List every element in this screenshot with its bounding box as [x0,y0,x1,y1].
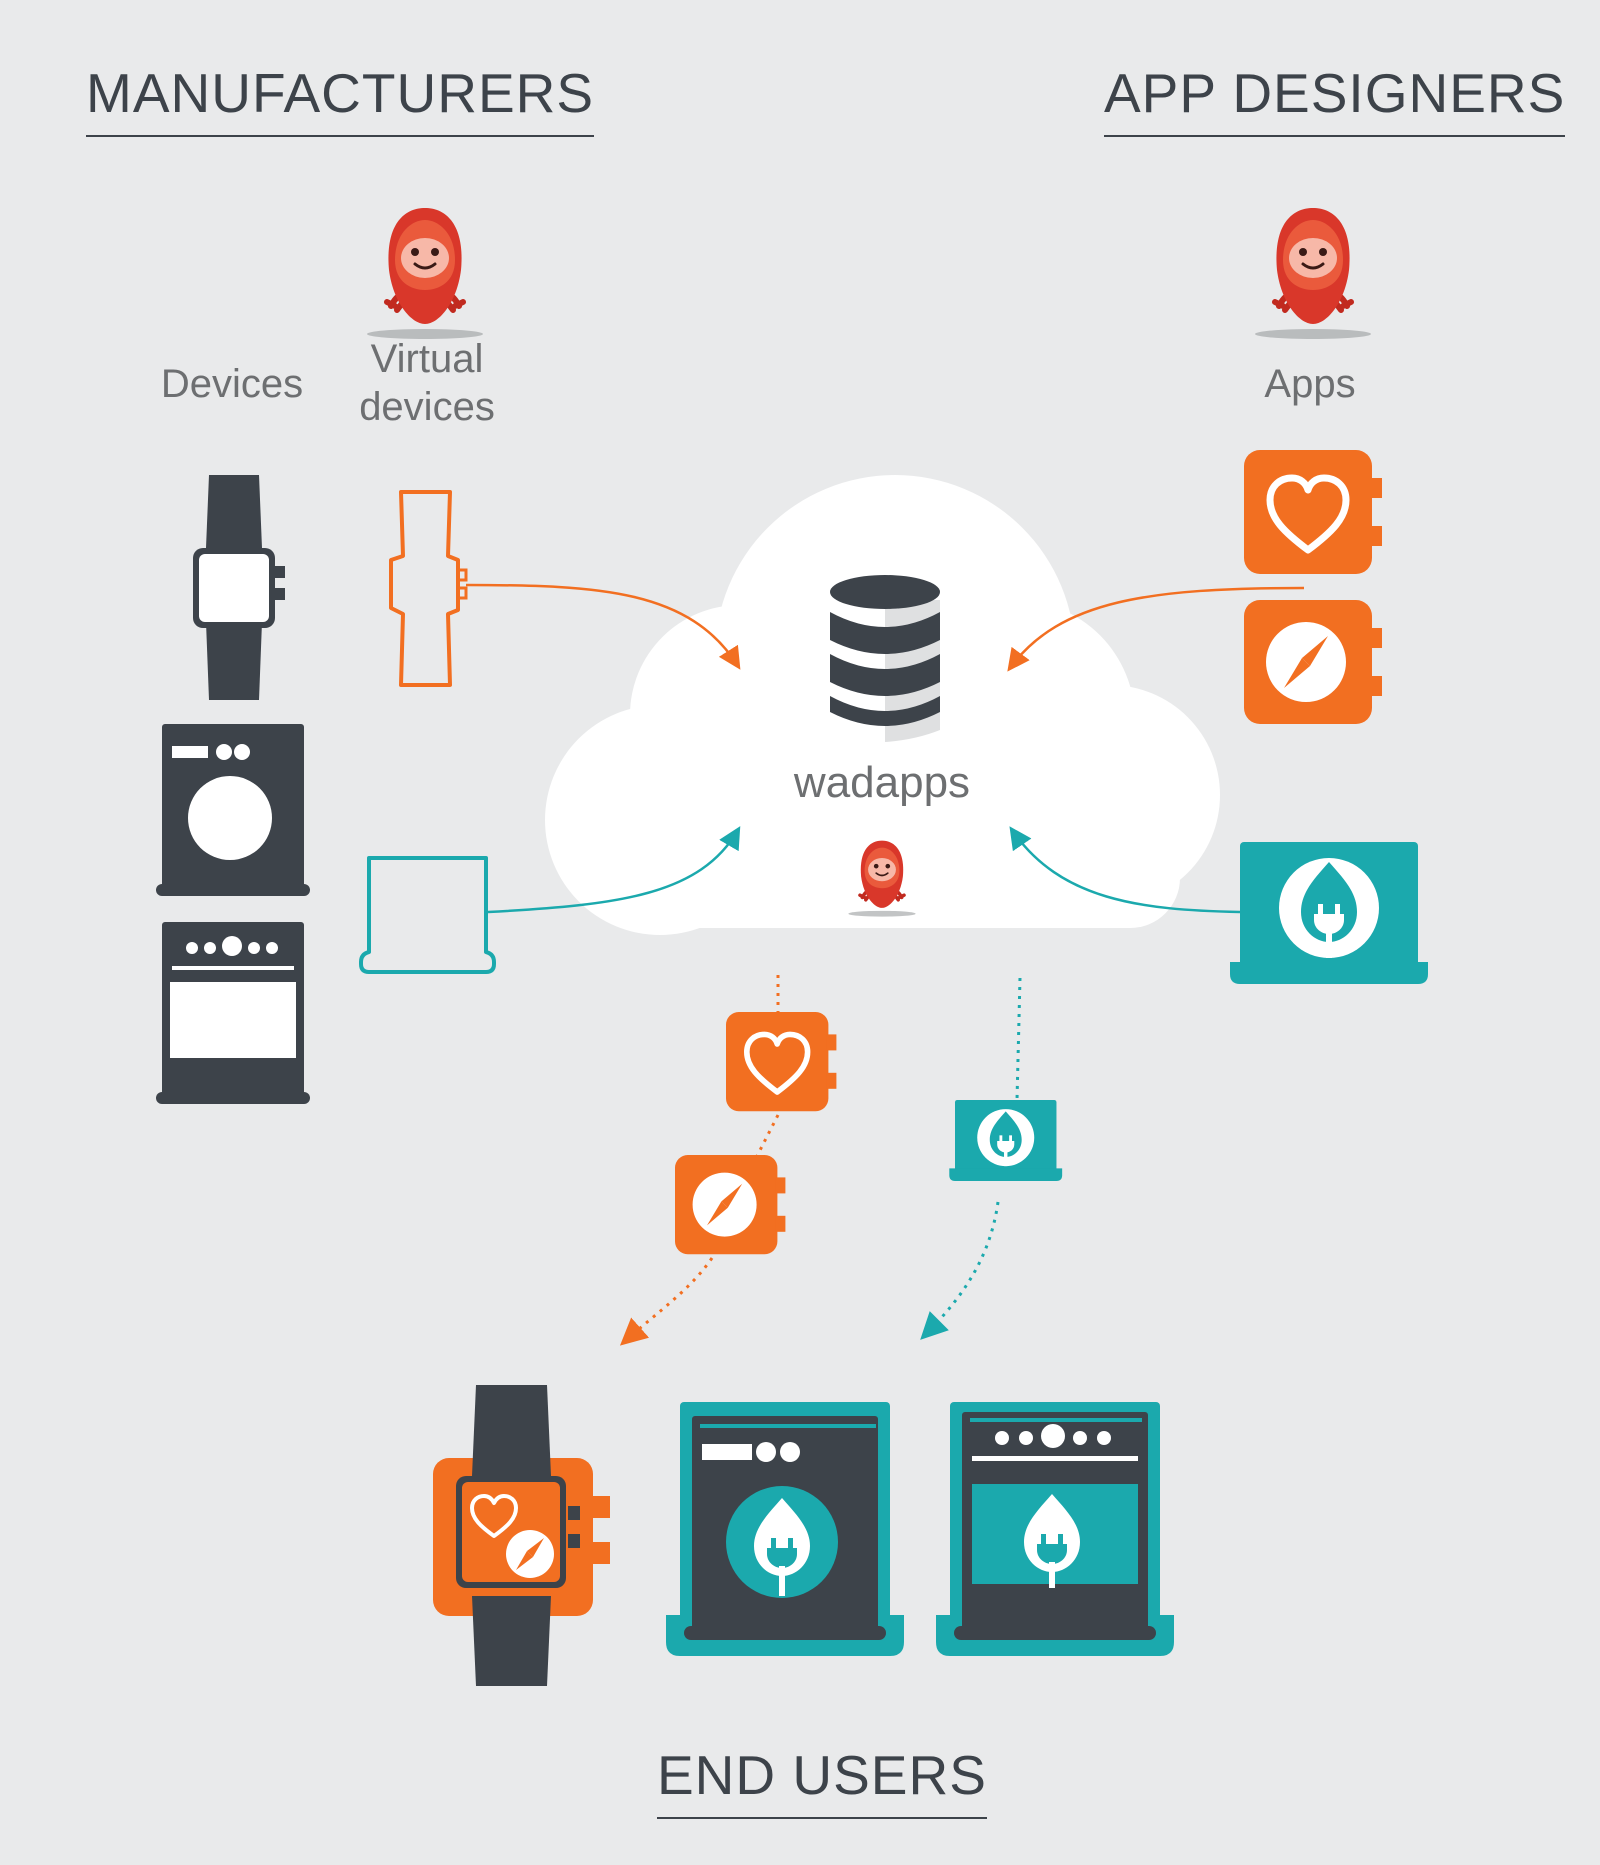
heading-end-users: END USERS [657,1748,987,1819]
compass-app-icon [1244,600,1382,724]
cloud-shape [545,475,1220,935]
heart-app-icon-distributed [726,1012,836,1111]
label-apps-text: Apps [1264,362,1356,406]
heading-manufacturers: MANUFACTURERS [86,66,595,137]
mascot-icon-manufacturers [367,208,483,339]
label-virtual-devices-line2: devices [359,385,495,429]
cloud-label: wadapps [793,758,970,807]
mascot-icon-app-designers [1255,208,1371,339]
end-user-smartwatch-icon [433,1385,610,1686]
label-virtual-devices: Virtual devices [307,335,547,431]
eco-plug-app-icon [1230,842,1428,984]
heading-app-designers: APP DESIGNERS [1104,66,1566,137]
end-user-oven-icon [936,1402,1174,1656]
oven-icon [156,922,310,1104]
virtual-watch-icon [389,490,460,687]
eco-plug-app-icon-distributed [949,1100,1062,1181]
database-icon [830,575,940,742]
end-user-washing-machine-icon [666,1402,904,1656]
label-devices: Devices [112,360,352,408]
arrow-virtual-watch-to-cloud [465,583,741,670]
label-devices-text: Devices [160,362,304,406]
smartwatch-icon [193,475,285,700]
dotted-arrow-orange-to-users [624,975,780,1342]
label-apps: Apps [1190,360,1430,408]
dotted-arrow-teal-to-users [924,977,1022,1336]
arrow-apps-to-cloud [1007,586,1305,672]
washing-machine-icon [156,724,310,896]
arrow-eco-app-to-cloud [1009,826,1241,914]
heart-app-icon [1244,450,1382,574]
virtual-appliance-icon [359,856,496,974]
virtual-watch-buttons [458,568,468,600]
label-virtual-devices-line1: Virtual [370,337,484,381]
arrow-virtual-appliance-to-cloud [487,826,741,914]
compass-app-icon-distributed [675,1155,786,1255]
